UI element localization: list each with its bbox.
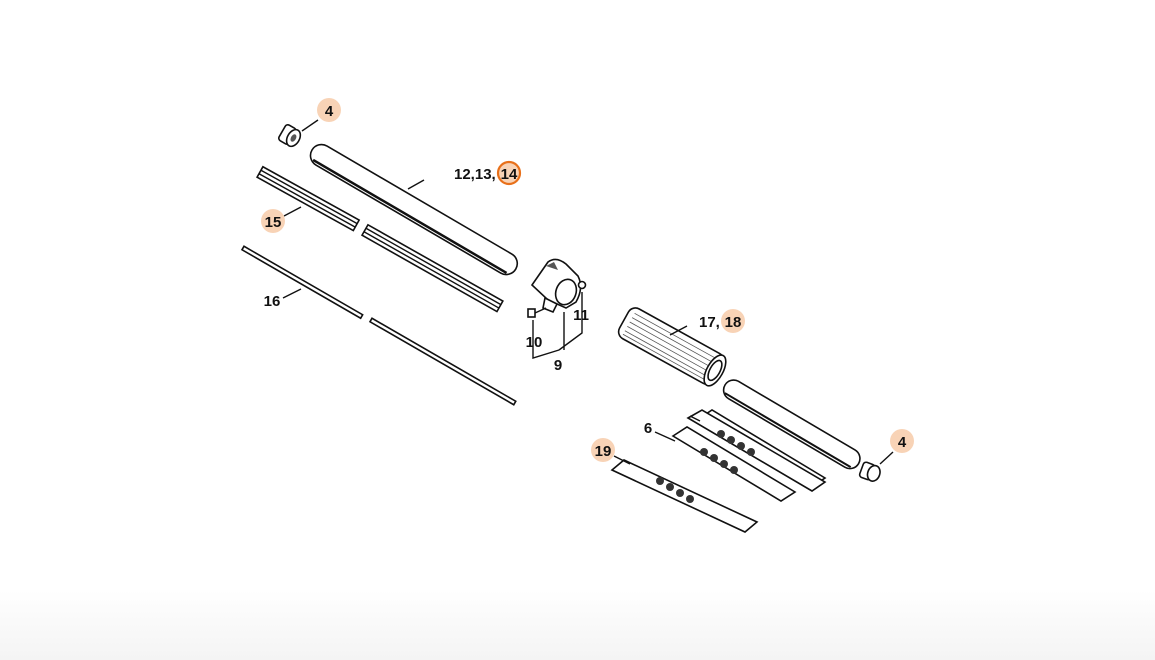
grip-hose-part-18[interactable] bbox=[616, 305, 730, 389]
callout-19[interactable]: 19 bbox=[591, 438, 615, 462]
liner-bar-part-15-a[interactable] bbox=[256, 165, 361, 232]
svg-text:19: 19 bbox=[595, 443, 612, 460]
decal-symbols bbox=[656, 430, 755, 503]
nut-part-4-bottom[interactable] bbox=[858, 461, 882, 483]
callout-11[interactable]: 11 bbox=[573, 307, 589, 324]
background-fade bbox=[0, 590, 1155, 660]
callout-6[interactable]: 6 bbox=[644, 420, 652, 437]
svg-text:15: 15 bbox=[265, 214, 282, 231]
callout-15[interactable]: 15 bbox=[261, 209, 285, 233]
callout-17-18[interactable]: 17, 18 bbox=[699, 309, 745, 333]
nut-part-11[interactable] bbox=[577, 280, 587, 290]
callout-9[interactable]: 9 bbox=[554, 357, 562, 374]
lower-tube-part[interactable] bbox=[720, 376, 864, 472]
svg-text:18: 18 bbox=[725, 314, 742, 331]
svg-text:4: 4 bbox=[325, 103, 334, 120]
drive-rod-part-16[interactable] bbox=[240, 245, 517, 406]
callout-16[interactable]: 16 bbox=[264, 293, 281, 310]
svg-text:4: 4 bbox=[898, 434, 907, 451]
clamp-part-9[interactable] bbox=[530, 258, 582, 314]
nut-part-4-top[interactable] bbox=[278, 124, 303, 149]
callout-4-bottom[interactable]: 4 bbox=[890, 429, 914, 453]
svg-text:12,13,: 12,13, bbox=[454, 166, 496, 183]
callout-4-top[interactable]: 4 bbox=[317, 98, 341, 122]
svg-text:14: 14 bbox=[501, 166, 518, 183]
liner-bar-part-15-b[interactable] bbox=[360, 223, 504, 313]
svg-text:17,: 17, bbox=[699, 314, 720, 331]
shaft-tube-part-14[interactable] bbox=[306, 141, 521, 279]
screw-part-10[interactable] bbox=[527, 307, 547, 318]
callout-10[interactable]: 10 bbox=[526, 334, 543, 351]
bracket-lines bbox=[532, 292, 583, 359]
callout-12-13-14[interactable]: 12,13, 14 bbox=[454, 160, 522, 186]
